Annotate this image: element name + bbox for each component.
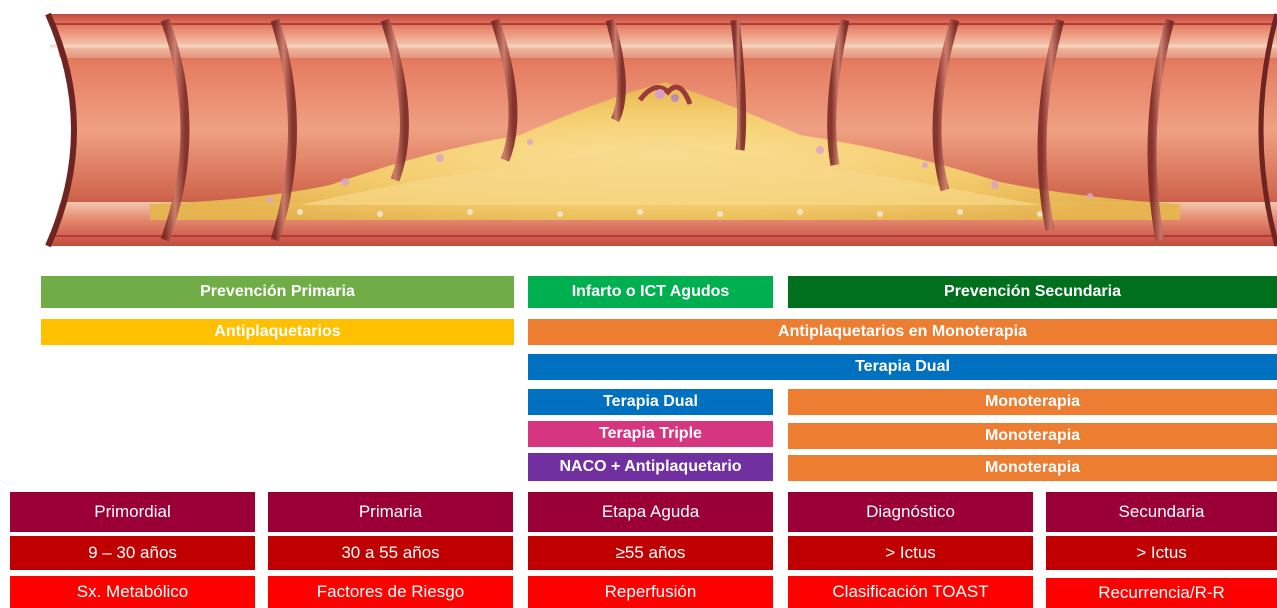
terapia-triple-band: Terapia Triple	[528, 421, 773, 447]
stage-secundaria: Secundaria	[1046, 492, 1277, 532]
focus-primaria: Factores de Riesgo	[268, 576, 513, 608]
stage-primaria: Primaria	[268, 492, 513, 532]
prevencion-primaria-band: Prevención Primaria	[41, 276, 514, 308]
antiplaquetarios-monoterapia-band: Antiplaquetarios en Monoterapia	[528, 319, 1277, 345]
age-primaria: 30 a 55 años	[268, 536, 513, 570]
monoterapia-band-1: Monoterapia	[788, 389, 1277, 415]
artery-illustration	[0, 0, 1277, 270]
age-diagnostico: > Ictus	[788, 536, 1033, 570]
age-etapa-aguda: ≥55 años	[528, 536, 773, 570]
monoterapia-band-2: Monoterapia	[788, 423, 1277, 449]
focus-diagnostico: Clasificación TOAST	[788, 576, 1033, 608]
stage-primordial: Primordial	[10, 492, 255, 532]
terapia-dual-band: Terapia Dual	[528, 389, 773, 415]
infarto-agudo-band: Infarto o ICT Agudos	[528, 276, 773, 308]
prevencion-secundaria-band: Prevención Secundaria	[788, 276, 1277, 308]
age-secundaria: > Ictus	[1046, 536, 1277, 570]
focus-primordial: Sx. Metabólico	[10, 576, 255, 608]
age-primordial: 9 – 30 años	[10, 536, 255, 570]
focus-etapa-aguda: Reperfusión	[528, 576, 773, 608]
terapia-dual-wide-band: Terapia Dual	[528, 354, 1277, 380]
stage-etapa-aguda: Etapa Aguda	[528, 492, 773, 532]
focus-secundaria: Recurrencia/R-R	[1046, 578, 1277, 608]
antiplaquetarios-band: Antiplaquetarios	[41, 319, 514, 345]
stage-diagnostico: Diagnóstico	[788, 492, 1033, 532]
monoterapia-band-3: Monoterapia	[788, 455, 1277, 481]
naco-antiplaquetario-band: NACO + Antiplaquetario	[528, 453, 773, 481]
